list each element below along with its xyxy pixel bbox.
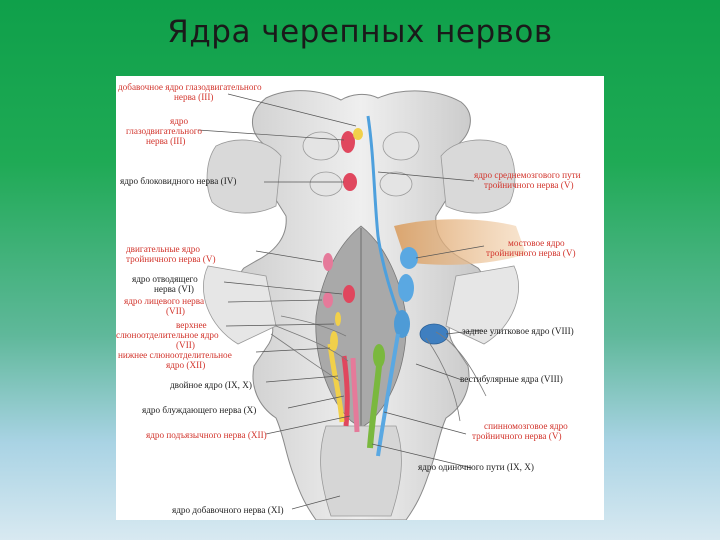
label-trochlear: ядро блоковидного нерва (IV) xyxy=(120,176,237,186)
label-cochlear: заднее улитковое ядро (VIII) xyxy=(462,326,574,336)
label-superior-salivatory-line2: слюноотделительное ядро xyxy=(116,330,219,340)
brainstem-diagram: добавочное ядро глазодвигательного нерва… xyxy=(116,76,604,520)
label-vagus: ядро блуждающего нерва (X) xyxy=(142,405,257,415)
motor-nuclei xyxy=(323,128,385,449)
label-spinal-trigeminal-line1: спинномозговое ядро xyxy=(484,421,568,431)
slide-title: Ядра черепных нервов xyxy=(167,14,553,50)
label-spinal-trigeminal-line2: тройничного нерва (V) xyxy=(472,431,562,441)
label-trigeminal-motor-line2: тройничного нерва (V) xyxy=(126,254,216,264)
label-pontine-line2: тройничного нерва (V) xyxy=(486,248,576,258)
label-facial-line1: ядро лицевого нерва xyxy=(124,296,205,306)
label-oculomotor-line1: ядро xyxy=(170,116,189,126)
label-accessory-oculomotor-line2: нерва (III) xyxy=(174,92,214,102)
label-oculomotor-line3: нерва (III) xyxy=(146,136,186,146)
label-inferior-salivatory-line1: нижнее слюноотделительное xyxy=(118,350,232,360)
label-accessory-oculomotor-line1: добавочное ядро глазодвигательного xyxy=(118,82,262,92)
label-ambiguus: двойное ядро (IX, X) xyxy=(170,380,252,390)
pontine-trigeminal-region xyxy=(394,219,526,265)
label-oculomotor-line2: глазодвигательного xyxy=(126,126,202,136)
label-inferior-salivatory-line2: ядро (XII) xyxy=(166,360,206,370)
sensory-nuclei-blue xyxy=(366,115,449,457)
label-facial-line2: (VII) xyxy=(166,306,185,316)
label-superior-salivatory-line3: (VII) xyxy=(176,340,195,350)
label-accessory: ядро добавочного нерва (XI) xyxy=(172,505,284,515)
label-mesencephalic-line2: тройничного нерва (V) xyxy=(484,180,574,190)
brainstem-illustration xyxy=(197,90,526,520)
label-mesencephalic-line1: ядро среднемозгового пути xyxy=(474,170,581,180)
brainstem-outline xyxy=(203,90,519,520)
label-solitary: ядро одиночного пути (IX, X) xyxy=(418,462,534,472)
label-superior-salivatory-line1: верхнее xyxy=(176,320,207,330)
leader-lines xyxy=(197,93,485,510)
label-pontine-line1: мостовое ядро xyxy=(508,238,565,248)
label-hypoglossal: ядро подъязычного нерва (XII) xyxy=(146,430,267,440)
label-abducens-line1: ядро отводящего xyxy=(132,274,198,284)
label-abducens-line2: нерва (VI) xyxy=(154,284,194,294)
label-trigeminal-motor-line1: двигательные ядро xyxy=(126,244,200,254)
label-vestibular: вестибулярные ядра (VIII) xyxy=(460,374,563,384)
